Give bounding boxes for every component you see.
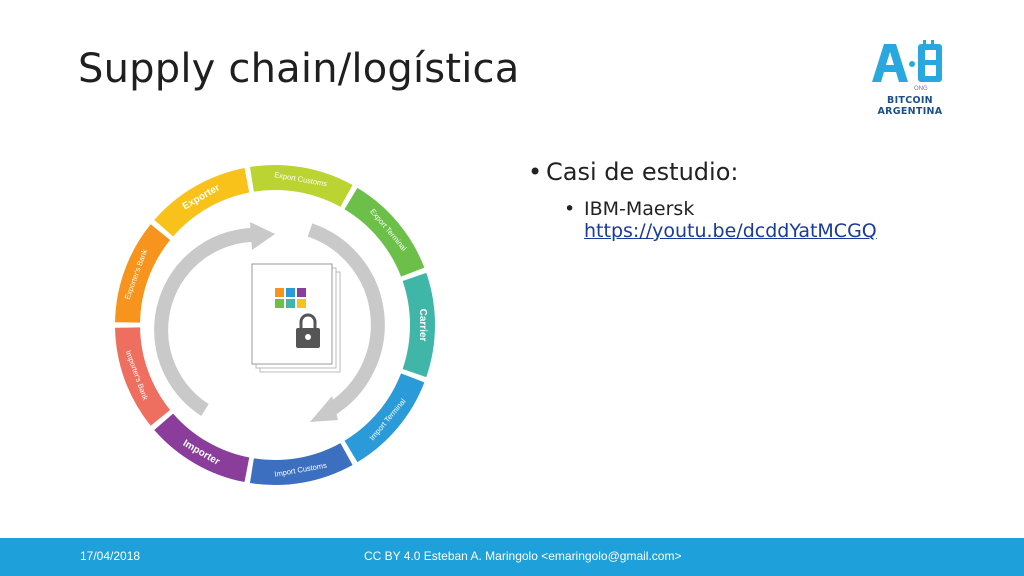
slide-title: Supply chain/logística	[78, 46, 520, 92]
bullet-dot: •	[564, 198, 576, 220]
ring-segment	[402, 272, 435, 378]
logo-line1: BITCOIN	[887, 95, 933, 106]
ring-segment	[249, 443, 353, 485]
logo-ab-icon	[872, 40, 942, 82]
ring-segment	[115, 224, 171, 323]
bullet-list: • Casi de estudio: • IBM-Maersk https://…	[528, 158, 1008, 242]
ring-segment	[344, 373, 425, 463]
ring-segment-label: Carrier	[417, 309, 428, 342]
bullet-text: Casi de estudio:	[546, 158, 739, 186]
sub-bullet-item: • IBM-Maersk https://youtu.be/dcddYatMCG…	[564, 198, 1008, 242]
video-link[interactable]: https://youtu.be/dcddYatMCGQ	[584, 220, 877, 242]
footer-date: 17/04/2018	[80, 549, 141, 563]
ring-segment	[154, 413, 250, 483]
ring-segment	[154, 167, 250, 237]
sub-bullet-title: IBM-Maersk	[584, 198, 695, 220]
logo-line2: ARGENTINA	[877, 106, 943, 117]
bullet-item: • Casi de estudio:	[528, 158, 1008, 186]
ring-segment	[115, 327, 171, 426]
footer-bar: 17/04/2018 CC BY 4.0 Esteban A. Maringol…	[0, 538, 1024, 576]
bullet-dot: •	[528, 158, 543, 186]
bitcoin-argentina-logo: ONG BITCOIN ARGENTINA	[868, 40, 952, 117]
logo-ong: ONG	[914, 86, 928, 92]
footer-license: CC BY 4.0 Esteban A. Maringolo <emaringo…	[364, 549, 682, 563]
ring-segment	[344, 187, 425, 277]
ring-segment	[249, 165, 353, 207]
